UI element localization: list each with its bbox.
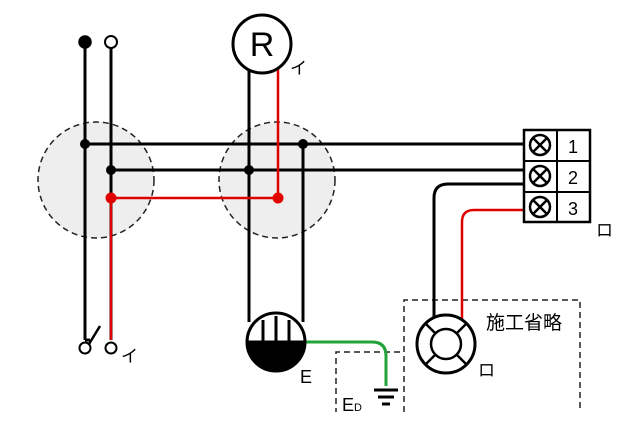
fixture-symbol [415,313,477,375]
black-wires [83,42,524,340]
terminal-number-2: 2 [568,168,578,188]
ground-e-label: ED [342,395,362,415]
ground-wire [304,340,388,386]
lamp-r-tag: イ [290,59,307,78]
junction-box-left [37,121,155,239]
ground-sub-label: D [354,402,362,414]
terminal-tag: ロ [596,221,613,240]
omit-note: 施工省略 [486,312,562,334]
terminal-number-1: 1 [568,137,578,157]
fixture-tag: ロ [478,361,495,380]
switch-symbol [78,325,118,355]
top-terminal-open [104,35,118,49]
ground-icon [374,388,398,406]
omitted-area-outline [335,299,581,412]
outlet-symbol [245,311,307,373]
lamp-r-symbol [231,13,293,75]
outlet-e-label: E [300,367,312,387]
switch-tag: イ [121,347,138,366]
lamp-r-label: R [250,26,275,64]
junction-dots [80,139,308,204]
terminal-number-3: 3 [568,199,578,219]
top-terminal-filled [78,35,92,49]
terminal-screws [528,133,552,219]
